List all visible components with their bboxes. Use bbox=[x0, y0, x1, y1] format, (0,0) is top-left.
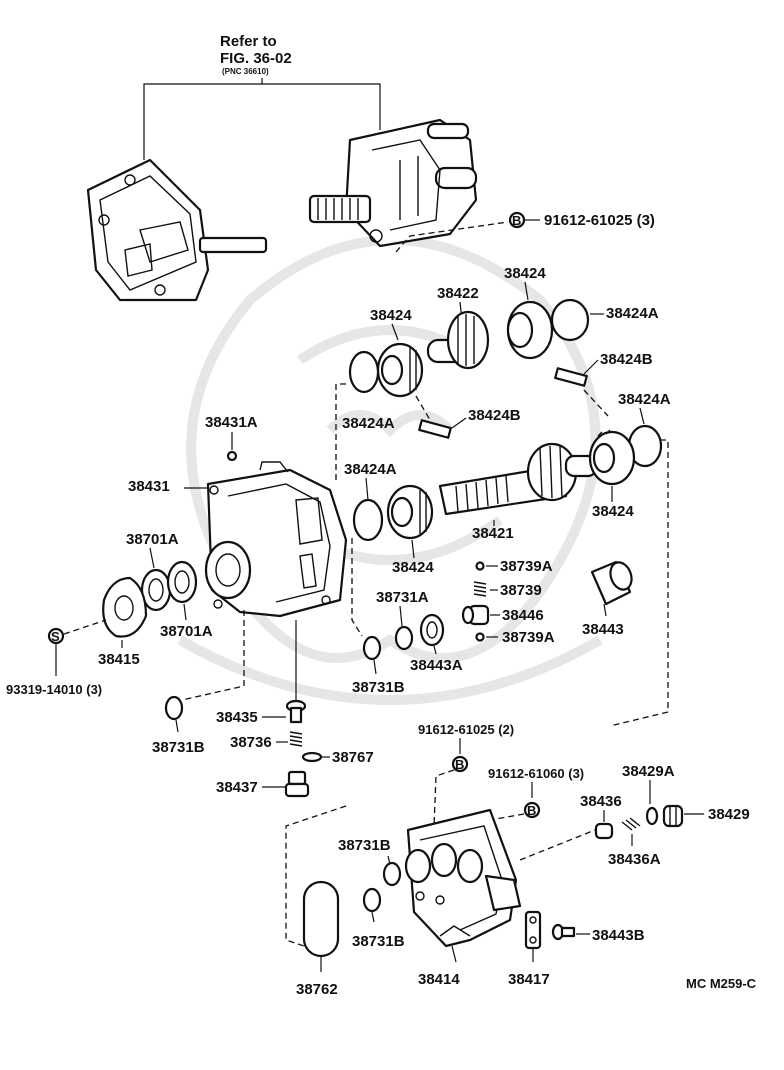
label-38443A: 38443A bbox=[410, 657, 463, 674]
spring-38739 bbox=[473, 581, 487, 597]
bushing-38443 bbox=[590, 560, 633, 606]
label-38701A-bot: 38701A bbox=[160, 623, 213, 640]
label-38429: 38429 bbox=[708, 806, 750, 823]
sleeve-38424-top bbox=[506, 300, 554, 360]
seals-38701A bbox=[140, 560, 198, 612]
label-38414: 38414 bbox=[418, 971, 460, 988]
label-38739A-top: 38739A bbox=[500, 558, 553, 575]
label-38424A-low: 38424A bbox=[344, 461, 397, 478]
label-38424-low: 38424 bbox=[392, 559, 434, 576]
label-38443: 38443 bbox=[582, 621, 624, 638]
shifter-assembly-top bbox=[308, 118, 478, 248]
label-38424A-right: 38424A bbox=[606, 305, 659, 322]
pin-38431A bbox=[226, 450, 238, 462]
label-93319-14010-3: 93319-14010 (3) bbox=[6, 682, 102, 697]
oring-38429A bbox=[645, 806, 659, 826]
plug-38437 bbox=[284, 770, 310, 798]
label-38436A: 38436A bbox=[608, 851, 661, 868]
svg-text:B: B bbox=[512, 213, 521, 228]
label-38429A: 38429A bbox=[622, 763, 675, 780]
sleeve-38424-right bbox=[588, 429, 636, 486]
bolt-b-3: B bbox=[523, 801, 541, 819]
reference-bracket: Refer to FIG. 36-02 (PNC 36610) bbox=[143, 33, 381, 160]
bracket-38417 bbox=[524, 910, 542, 950]
label-38739A-bot: 38739A bbox=[502, 629, 555, 646]
label-38424-top: 38424 bbox=[504, 265, 546, 282]
ball-38739A-bot bbox=[475, 632, 485, 642]
bolt-38443B bbox=[551, 923, 576, 941]
label-38424A-left: 38424A bbox=[342, 415, 395, 432]
pin-38435 bbox=[285, 699, 307, 724]
label-38435: 38435 bbox=[216, 709, 258, 726]
retainer-38415 bbox=[102, 576, 148, 638]
bolt-b-2: B bbox=[451, 755, 469, 773]
oring-38731A bbox=[394, 625, 414, 651]
sleeve-38424-low bbox=[386, 484, 434, 540]
plunger-38446 bbox=[461, 604, 490, 626]
label-38417: 38417 bbox=[508, 971, 550, 988]
label-38424A-far: 38424A bbox=[618, 391, 671, 408]
ring-38424A-left bbox=[348, 350, 380, 394]
label-38415: 38415 bbox=[98, 651, 140, 668]
label-38736: 38736 bbox=[230, 734, 272, 751]
label-38424B-mid: 38424B bbox=[468, 407, 521, 424]
ball-38739A-top bbox=[475, 561, 485, 571]
oring-38731B-mid bbox=[362, 635, 382, 661]
label-38739: 38739 bbox=[500, 582, 542, 599]
label-38431A: 38431A bbox=[205, 414, 258, 431]
ring-38424A-right bbox=[550, 298, 590, 342]
label-38424-right: 38424 bbox=[592, 503, 634, 520]
label-38421: 38421 bbox=[472, 525, 514, 542]
svg-text:B: B bbox=[527, 803, 536, 818]
oring-38731B-left bbox=[164, 695, 184, 721]
label-38731B-left: 38731B bbox=[152, 739, 205, 756]
refer-line3: (PNC 36610) bbox=[222, 67, 269, 76]
label-38767: 38767 bbox=[332, 749, 374, 766]
label-38446: 38446 bbox=[502, 607, 544, 624]
refer-line1: Refer to bbox=[220, 33, 277, 50]
label-91612-61060-3: 91612-61060 (3) bbox=[488, 766, 584, 781]
gear-38422 bbox=[426, 310, 490, 370]
gasket-38767 bbox=[301, 751, 323, 763]
bolt-s: S bbox=[47, 627, 65, 645]
label-91612-61025-2: 91612-61025 (2) bbox=[418, 722, 514, 737]
label-38731B-mid: 38731B bbox=[352, 679, 405, 696]
shaft-38421 bbox=[438, 442, 598, 516]
plug-38429 bbox=[662, 804, 684, 828]
sleeve-38424-left bbox=[376, 342, 424, 398]
label-38731B-down: 38731B bbox=[352, 933, 405, 950]
label-38701A-top: 38701A bbox=[126, 531, 179, 548]
refer-line2: FIG. 36-02 bbox=[220, 50, 292, 67]
label-38731B-up: 38731B bbox=[338, 837, 391, 854]
label-38731A: 38731A bbox=[376, 589, 429, 606]
spring-38736 bbox=[289, 731, 303, 747]
ring-38424A-low bbox=[352, 498, 384, 542]
svg-text:S: S bbox=[51, 629, 60, 644]
catalog-code: MC M259-C bbox=[686, 976, 757, 991]
label-91612-61025-3: 91612-61025 (3) bbox=[544, 212, 655, 229]
shift-housing-left bbox=[86, 158, 268, 302]
key-38424B-right bbox=[554, 367, 588, 387]
label-38424B-right: 38424B bbox=[600, 351, 653, 368]
label-38436: 38436 bbox=[580, 793, 622, 810]
seal-38443A bbox=[419, 613, 445, 647]
key-38424B-mid bbox=[418, 419, 452, 439]
label-38443B: 38443B bbox=[592, 927, 645, 944]
oring-38731B-up bbox=[382, 861, 402, 887]
cover-38414 bbox=[404, 808, 522, 948]
bolt-b-1: B bbox=[508, 211, 526, 229]
oring-38731B-down bbox=[362, 887, 382, 913]
extension-housing-38431 bbox=[204, 461, 348, 618]
spring-38436A bbox=[621, 817, 641, 831]
label-38762: 38762 bbox=[296, 981, 338, 998]
label-38424-left: 38424 bbox=[370, 307, 412, 324]
gasket-38762 bbox=[302, 880, 340, 958]
svg-text:B: B bbox=[455, 757, 464, 772]
plunger-38436 bbox=[594, 822, 614, 840]
label-38431: 38431 bbox=[128, 478, 170, 495]
label-38422: 38422 bbox=[437, 285, 479, 302]
label-38437: 38437 bbox=[216, 779, 258, 796]
